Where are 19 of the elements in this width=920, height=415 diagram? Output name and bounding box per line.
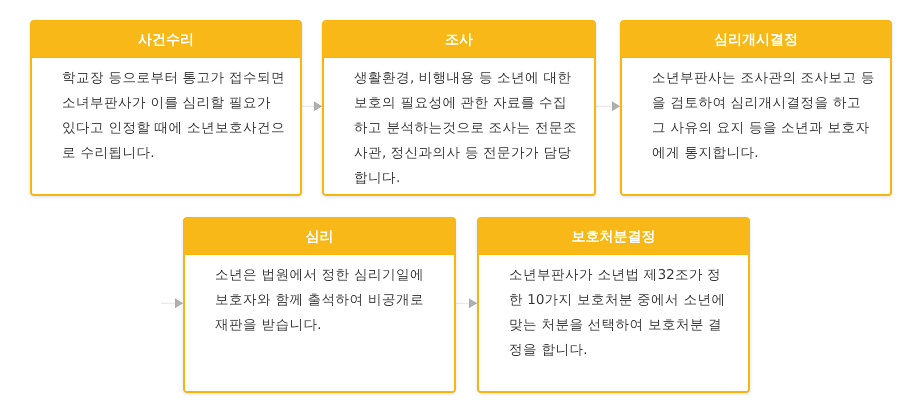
- step-card: [322, 20, 596, 196]
- step-description: 소년은 법원에서 정한 심리기일에 보호자와 함께 출석하여 비공개로 재판을 받습니다.: [214, 266, 425, 335]
- step-description: 학교장 등으로부터 통고가 접수되면 소녀부판사가 이를 심리할 필요가 있다고 인정할 때에 소년보호사건으로 수리됩니다.: [61, 69, 286, 163]
- step-card: [30, 20, 302, 196]
- arrow: [160, 298, 184, 308]
- step-description: 생활환경, 비행내용 등 소년에 대한 보호의 필요성에 관한 자료를 수집하고 분석하는것으로 조사는 전문조사관, 정신과의사 등 전문가가 담당합니다.: [353, 69, 578, 188]
- step-card: [183, 217, 456, 393]
- step-title: 심리개시결정: [622, 22, 890, 58]
- step-title: 보호처분결정: [479, 219, 748, 255]
- arrow: [302, 101, 322, 112]
- step-description: 소년부판사가 소년법 제32조가 정한 10가지 보호처분 중에서 소년에 맞는 처분을 선택하여 보호처분 결정을 합니다.: [508, 266, 726, 360]
- arrow: [456, 298, 478, 308]
- step-title: 사건수리: [32, 22, 300, 58]
- step-title: 조사: [324, 22, 594, 58]
- step-title: 심리: [185, 219, 454, 255]
- step-card: [477, 217, 750, 393]
- arrow: [596, 101, 620, 112]
- step-description: 소년부판사는 조사관의 조사보고 등을 검토하여 심리개시결정을 하고 그 사유의 요지 등을 소년과 보호자에게 통지합니다.: [651, 69, 876, 163]
- step-card: [620, 20, 892, 196]
